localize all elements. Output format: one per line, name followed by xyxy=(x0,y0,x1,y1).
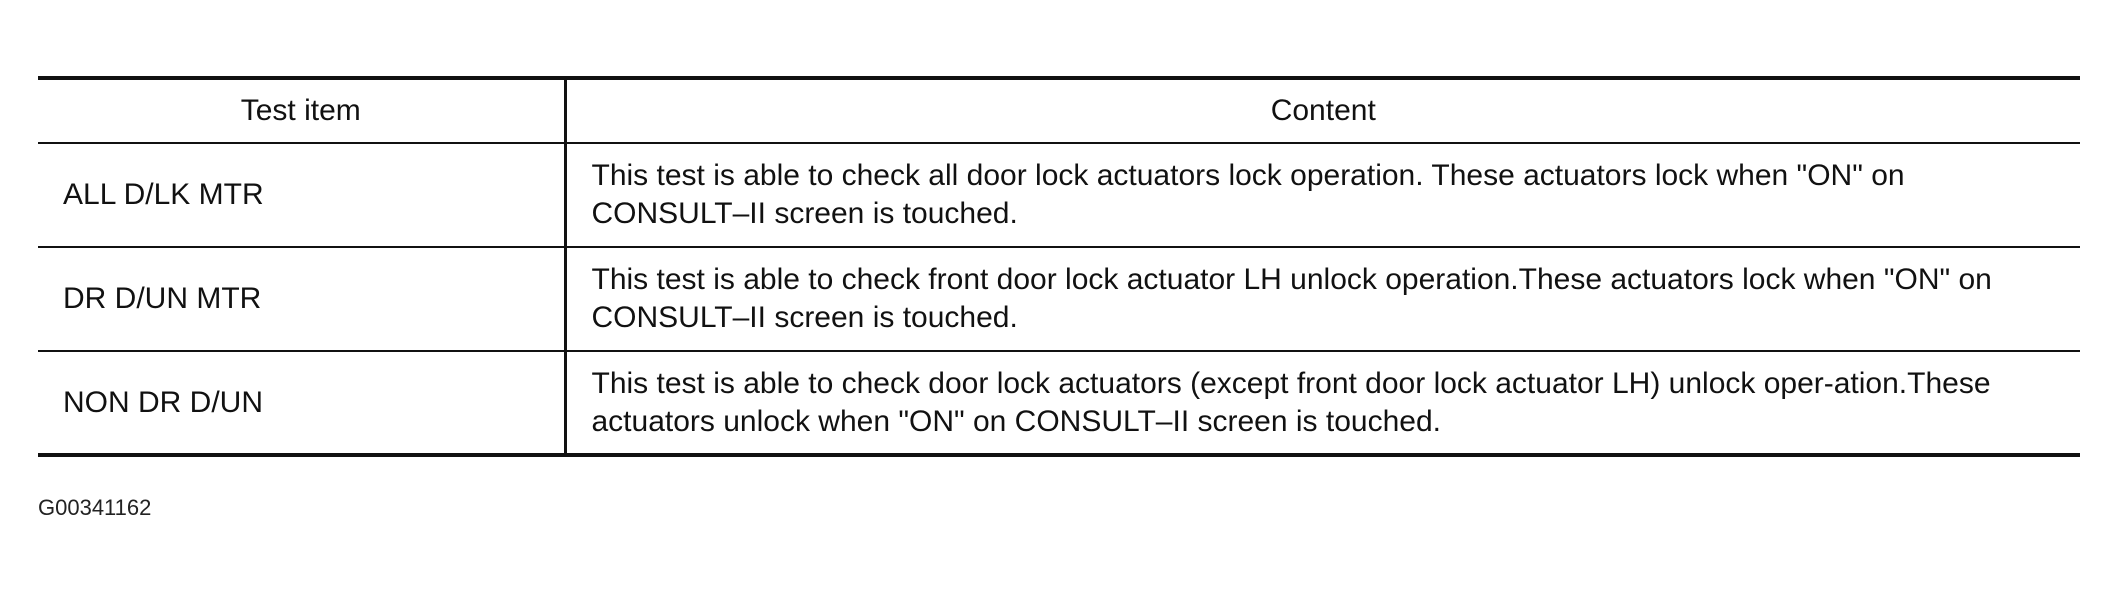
table-row: NON DR D/UN This test is able to check d… xyxy=(38,351,2080,457)
header-content: Content xyxy=(563,76,2080,144)
content-cell: This test is able to check all door lock… xyxy=(563,143,2080,248)
test-item-cell: NON DR D/UN xyxy=(38,351,565,457)
figure-id: G00341162 xyxy=(38,495,152,520)
content-cell: This test is able to check door lock act… xyxy=(563,351,2080,457)
table-header-row: Test item Content xyxy=(38,76,2080,144)
content-cell: This test is able to check front door lo… xyxy=(563,247,2080,352)
test-item-table: Test item Content ALL D/LK MTR This test… xyxy=(38,76,2080,457)
test-item-cell: DR D/UN MTR xyxy=(38,247,565,352)
test-item-cell: ALL D/LK MTR xyxy=(38,143,565,248)
header-test-item: Test item xyxy=(38,76,565,144)
table-row: DR D/UN MTR This test is able to check f… xyxy=(38,247,2080,352)
table-row: ALL D/LK MTR This test is able to check … xyxy=(38,143,2080,248)
